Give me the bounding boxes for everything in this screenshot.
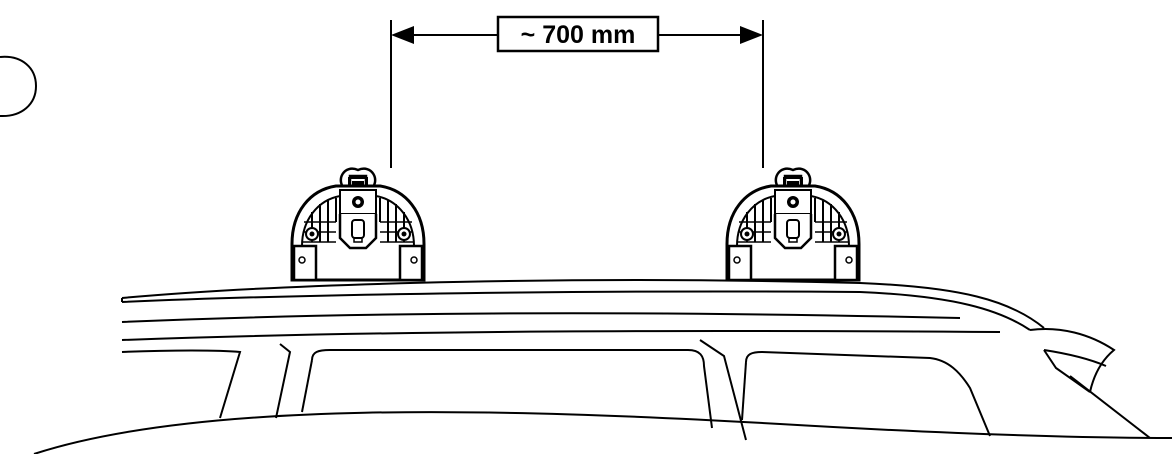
car-body: [33, 279, 1172, 454]
arrow-left-icon: [391, 26, 414, 44]
step-number-circle: [0, 55, 38, 118]
roof-rack-foot-left: [290, 167, 426, 282]
distance-label-box: [496, 15, 660, 53]
arrow-right-icon: [740, 26, 763, 44]
dimension-indicator: [390, 20, 764, 168]
distance-label: ~ 700 mm: [521, 21, 636, 49]
roof-rack-foot-right: [725, 167, 861, 282]
